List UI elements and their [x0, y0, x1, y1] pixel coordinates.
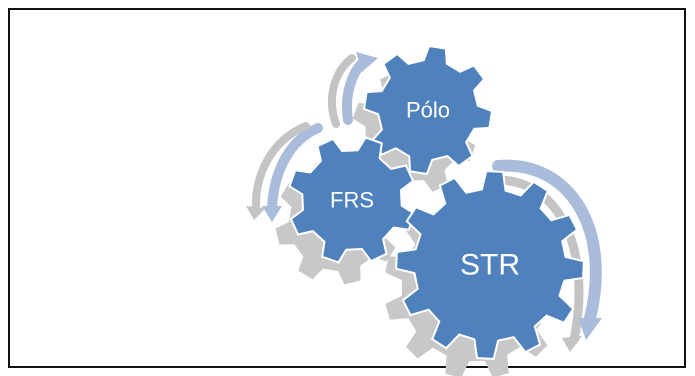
gear-label-polo: Pólo — [406, 98, 450, 123]
gear-frs: FRS — [288, 136, 416, 264]
gear-body-polo — [362, 44, 494, 176]
arrowhead-str — [578, 318, 602, 340]
arrowhead-str-gray — [562, 336, 582, 352]
arrow-frs-gray — [251, 122, 310, 216]
arrow-frs-blue — [267, 123, 323, 213]
gear-body-str — [395, 170, 585, 360]
arrowhead-frs — [262, 206, 282, 222]
gear-label-str: STR — [460, 249, 520, 282]
gear-label-frs: FRS — [330, 188, 374, 213]
gear-body-frs — [288, 136, 416, 264]
arrowhead-polo — [356, 52, 378, 72]
arrow-polo-gray — [328, 54, 356, 128]
gear-str: STR — [395, 170, 585, 360]
gear-polo: Pólo — [362, 44, 494, 176]
arrow-str-blue — [492, 159, 602, 324]
arrowhead-frs-gray — [246, 206, 266, 220]
